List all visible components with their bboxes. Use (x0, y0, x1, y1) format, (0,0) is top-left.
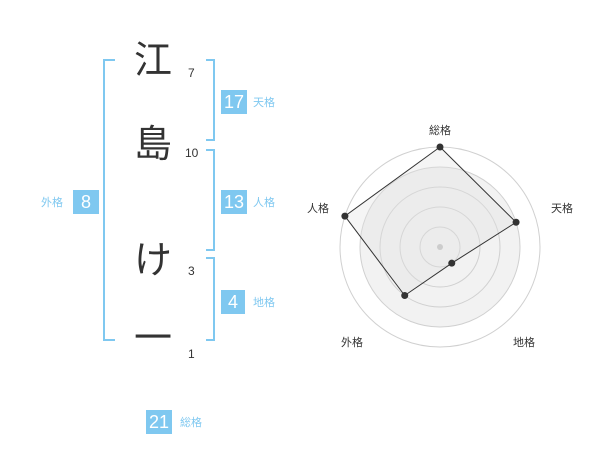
radar-point-1 (436, 143, 444, 151)
radar-point-3 (448, 259, 456, 267)
name-char-3: け (133, 238, 172, 282)
radar-point-5 (341, 212, 349, 220)
radar-center-dot (437, 244, 443, 250)
radar-axis-label-gaikaku: 外格 (341, 336, 363, 349)
gaikaku-badge: 8 (73, 190, 99, 214)
radar-point-4 (401, 292, 409, 300)
chikaku-bracket (206, 257, 215, 341)
gaikaku-bracket (103, 59, 115, 341)
tenkaku-label: 天格 (253, 96, 275, 109)
radar-point-2 (512, 218, 520, 226)
chikaku-badge: 4 (221, 290, 245, 314)
jinkaku-badge: 13 (221, 190, 247, 214)
chikaku-label: 地格 (253, 296, 275, 309)
name-char-1: 江 (133, 38, 172, 82)
stroke-count-3: 3 (188, 264, 195, 278)
stroke-count-1: 7 (188, 66, 195, 80)
soukaku-label: 総格 (180, 416, 202, 429)
radar-axis-label-tenkaku: 天格 (551, 202, 573, 215)
radar-axis-label-chikaku: 地格 (513, 336, 535, 349)
tenkaku-bracket (206, 59, 215, 141)
soukaku-badge: 21 (146, 410, 172, 434)
jinkaku-label: 人格 (253, 196, 275, 209)
stroke-count-2: 10 (185, 146, 199, 160)
tenkaku-badge: 17 (221, 90, 247, 114)
radar-axis-label-soukaku: 総格 (429, 124, 451, 137)
jinkaku-bracket (206, 149, 215, 251)
name-char-2: 島 (133, 122, 172, 166)
radar-axis-label-jinkaku: 人格 (307, 202, 329, 215)
name-char-4: 一 (133, 316, 172, 360)
radar-series-area (344, 146, 517, 297)
radar-points (341, 143, 520, 300)
stroke-count-4: 1 (188, 347, 195, 361)
gaikaku-label: 外格 (41, 196, 63, 209)
